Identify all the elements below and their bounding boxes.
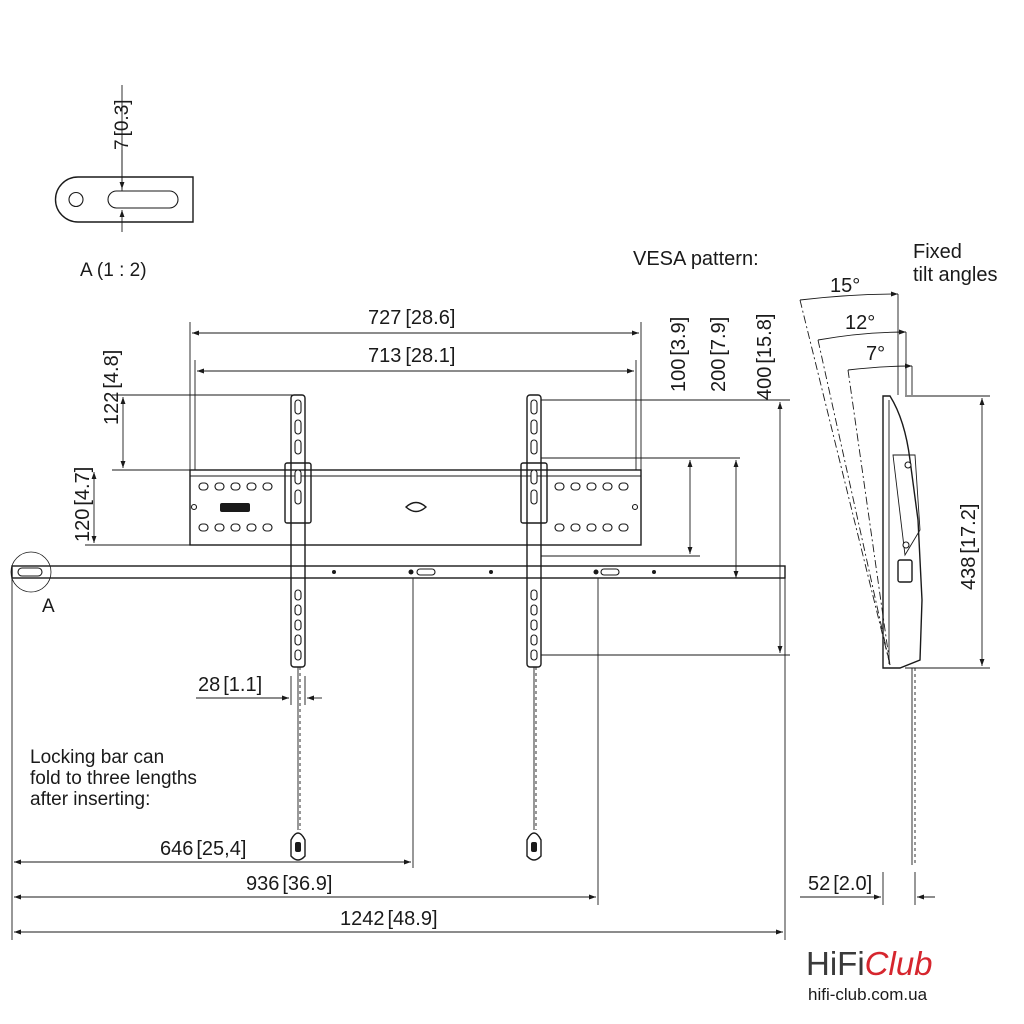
vesa-200: 200[7.9]	[708, 317, 730, 392]
tilt-12: 12°	[845, 312, 875, 334]
arm-left	[284, 394, 312, 861]
dim-438: 438[17.2]	[958, 504, 980, 590]
dim-727: 727[28.6]	[368, 307, 455, 329]
tilt-15: 15°	[830, 275, 860, 297]
dim-1242: 1242[48.9]	[340, 908, 438, 930]
note-line-1: Locking bar can	[30, 747, 164, 768]
plate-holes-left	[190, 482, 273, 532]
height-dims-left	[85, 394, 296, 546]
arm-right	[520, 394, 548, 861]
dim-52: 52[2.0]	[808, 873, 872, 895]
note-line-2: fold to three lengths	[30, 768, 197, 789]
tilt-angles	[799, 291, 913, 666]
tilt-title-2: tilt angles	[913, 264, 998, 286]
hificlub-logo: HiFiClub hifi-club.com.ua	[806, 945, 933, 1004]
detail-a-marker: A	[42, 596, 55, 617]
dim-28: 28[1.1]	[198, 674, 262, 696]
detail-a-label: A (1 : 2)	[80, 260, 147, 281]
width-dims	[189, 322, 642, 470]
dim-936: 936[36.9]	[246, 873, 332, 895]
tilt-title-1: Fixed	[913, 241, 962, 263]
vesa-100: 100[3.9]	[668, 317, 690, 392]
dim-120: 120[4.7]	[72, 467, 94, 542]
tilt-7: 7°	[866, 343, 885, 365]
locking-bar	[10, 551, 786, 593]
logo-url: hifi-club.com.ua	[808, 985, 928, 1004]
note-line-3: after inserting:	[30, 789, 150, 810]
slot-dim-label: 7[0.3]	[112, 99, 133, 150]
dim-122: 122[4.8]	[101, 350, 123, 425]
dim-646: 646[25,4]	[160, 838, 246, 860]
svg-text:HiFiClub: HiFiClub	[806, 945, 933, 982]
plate-holes-right	[554, 482, 639, 532]
dim-713: 713[28.1]	[368, 345, 455, 367]
detail-a-view	[54, 85, 194, 232]
vesa-dims	[541, 399, 790, 656]
side-view	[800, 395, 990, 905]
vesa-title: VESA pattern:	[633, 248, 759, 270]
wall-plate	[189, 469, 642, 546]
length-dims	[11, 578, 786, 940]
vesa-400: 400[15.8]	[754, 314, 776, 400]
